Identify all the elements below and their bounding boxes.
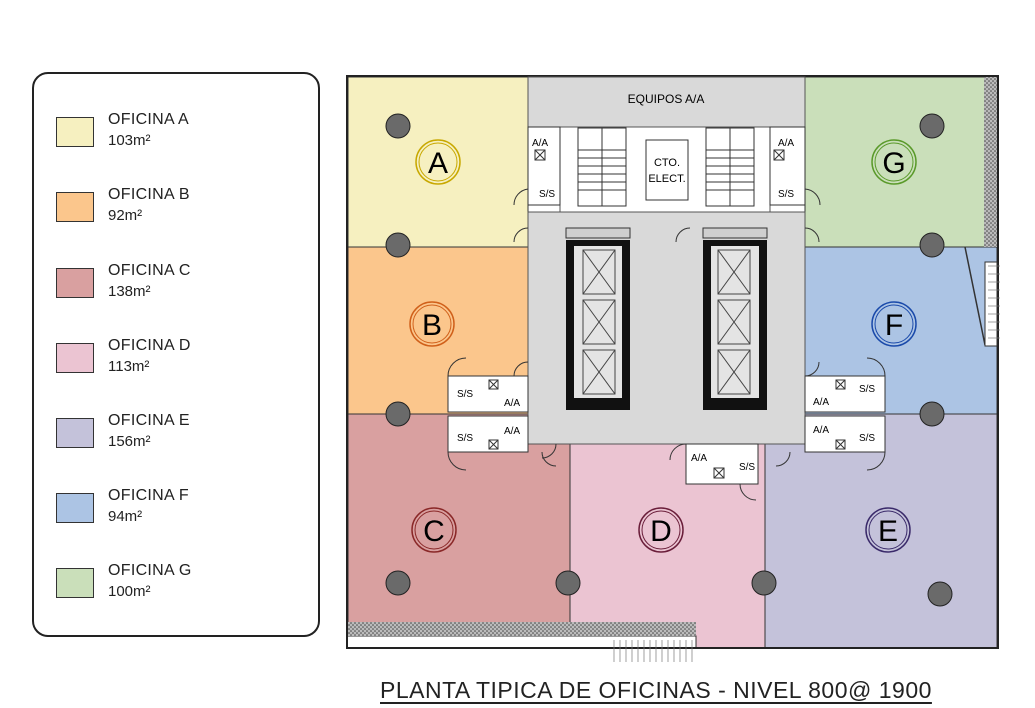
service-room-left-b (447, 357, 529, 413)
column (927, 581, 953, 607)
grid-ticks (613, 265, 1000, 662)
legend-swatch-e (56, 418, 94, 448)
svg-text:G: G (882, 147, 905, 180)
legend-area-c: 138m² (108, 283, 151, 300)
building-outline (346, 75, 999, 649)
electrical-label-1: CTO. (654, 157, 680, 169)
legend-area-a: 103m² (108, 132, 151, 149)
stairs-right (705, 127, 755, 207)
legend-panel: OFICINA A 103m² OFICINA B 92m² OFICINA C… (32, 72, 320, 637)
service-room-left-c (447, 415, 557, 471)
legend-swatch-f (56, 493, 94, 523)
plan-title: PLANTA TIPICA DE OFICINAS - NIVEL 800@ 1… (380, 677, 932, 703)
legend-name-e: OFICINA E (108, 412, 190, 429)
legend-area-e: 156m² (108, 433, 151, 450)
office-marker-d: D (638, 507, 684, 553)
office-marker-f: F (871, 301, 917, 347)
service-ac-top-right: A/A (778, 138, 794, 149)
legend-area-f: 94m² (108, 508, 143, 525)
legend-swatch-b (56, 192, 94, 222)
equipment-label: EQUIPOS A/A (628, 92, 705, 106)
service-ss-top-right: S/S (778, 189, 794, 200)
svg-text:D: D (650, 515, 672, 548)
wall-hatch-bottom (348, 622, 696, 636)
legend-area-b: 92m² (108, 207, 143, 224)
office-marker-a: A (415, 139, 461, 185)
legend-name-f: OFICINA F (108, 487, 189, 504)
column (555, 570, 581, 596)
legend-area-d: 113m² (108, 358, 150, 375)
service-room-bottom (669, 443, 759, 501)
elevator-bank-right (702, 227, 768, 410)
service-ac-right-e: A/A (813, 425, 829, 436)
column (385, 113, 411, 139)
office-marker-g: G (871, 139, 917, 185)
legend-item-a: OFICINA A 103m² (56, 110, 306, 154)
legend-item-g: OFICINA G 100m² (56, 561, 306, 605)
core-doors (513, 227, 820, 459)
svg-text:B: B (422, 309, 442, 342)
svg-text:A: A (428, 147, 448, 180)
service-room-right-f (804, 357, 886, 413)
wall-hatch-right (984, 77, 997, 247)
legend-item-f: OFICINA F 94m² (56, 486, 306, 530)
column (751, 570, 777, 596)
elevator-bank-left (565, 227, 631, 410)
office-g-zone (804, 76, 998, 248)
office-marker-c: C (411, 507, 457, 553)
office-marker-b: B (409, 301, 455, 347)
stairs-left (577, 127, 627, 207)
legend-swatch-d (56, 343, 94, 373)
legend-item-b: OFICINA B 92m² (56, 185, 306, 229)
service-ac-bottom: A/A (691, 453, 707, 464)
column (919, 232, 945, 258)
office-marker-e: E (865, 507, 911, 553)
column (919, 401, 945, 427)
column (385, 232, 411, 258)
legend-item-c: OFICINA C 138m² (56, 261, 306, 305)
service-room-top-left (513, 126, 561, 206)
service-ss-right-e: S/S (859, 433, 875, 444)
service-ac-top-left: A/A (532, 138, 548, 149)
service-ss-right-f: S/S (859, 384, 875, 395)
electrical-room (645, 139, 689, 201)
service-ac-left-b: A/A (504, 398, 520, 409)
legend-swatch-g (56, 568, 94, 598)
svg-text:E: E (878, 515, 898, 548)
facade-slant (964, 246, 986, 346)
column (385, 570, 411, 596)
legend-name-a: OFICINA A (108, 111, 189, 128)
svg-text:F: F (885, 309, 903, 342)
office-a-zone (347, 76, 529, 248)
svg-text:C: C (423, 515, 445, 548)
service-room-right-e (775, 415, 886, 471)
legend-name-g: OFICINA G (108, 562, 192, 579)
structural-columns (385, 113, 953, 607)
service-ss-bottom: S/S (739, 462, 755, 473)
column (385, 401, 411, 427)
legend-item-d: OFICINA D 113m² (56, 336, 306, 380)
legend-name-d: OFICINA D (108, 337, 191, 354)
service-ac-right-f: A/A (813, 397, 829, 408)
legend-item-e: OFICINA E 156m² (56, 411, 306, 455)
facade-notch (984, 261, 998, 347)
legend-swatch-c (56, 268, 94, 298)
service-ss-left-b: S/S (457, 389, 473, 400)
column (919, 113, 945, 139)
legend-name-c: OFICINA C (108, 262, 191, 279)
legend-swatch-a (56, 117, 94, 147)
legend-name-b: OFICINA B (108, 186, 190, 203)
service-room-top-right (769, 126, 821, 206)
legend-area-g: 100m² (108, 583, 151, 600)
service-ss-left-c: S/S (457, 433, 473, 444)
core-equipment-room (527, 76, 806, 128)
service-ss-top-left: S/S (539, 189, 555, 200)
service-ac-left-c: A/A (504, 426, 520, 437)
electrical-label-2: ELECT. (648, 173, 685, 185)
